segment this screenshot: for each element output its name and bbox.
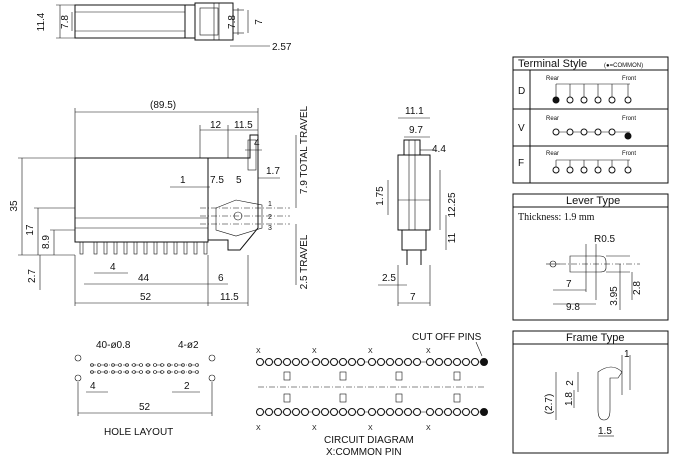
frame-type-title: Frame Type: [566, 332, 625, 344]
rear-label: Rear: [546, 116, 559, 122]
dim-1: 1: [180, 175, 186, 186]
common-legend: (●=COMMON): [604, 63, 643, 69]
dim-7-8-b: 7.8: [227, 15, 238, 29]
dim-1-75: 1.75: [375, 186, 386, 206]
dim-11: 11: [447, 232, 458, 243]
terminal-row-label: D: [518, 86, 525, 97]
circuit-contacts: [283, 371, 461, 403]
dim-7-5: 7.5: [210, 175, 224, 186]
travel-label: 2.5 TRAVEL: [299, 234, 310, 289]
dim-7-8-a: 7.8: [60, 15, 71, 29]
frame-type-panel: Frame Type 1 2 1.8 (2.7) 1.5: [512, 330, 669, 454]
common-marker: X: [368, 348, 373, 355]
lever-type-title: Lever Type: [566, 195, 620, 207]
frame-dim-1: 1: [624, 349, 630, 360]
dim-2-5: 2.5: [382, 273, 396, 284]
dim-8-9: 8.9: [41, 235, 52, 249]
dim-4-4: 4.4: [432, 144, 446, 155]
end-view: 11.1 9.7 4.4 1.75 12.25 11 2.5 7: [375, 106, 458, 306]
common-marker: X: [256, 425, 261, 432]
dim-2-57: 2.57: [272, 42, 292, 53]
dim-1-7: 1.7: [266, 166, 280, 177]
dim-11-5: 11.5: [234, 120, 253, 131]
circuit-diagram-title: CIRCUIT DIAGRAM: [324, 435, 414, 446]
dim-7-end: 7: [410, 292, 416, 303]
front-label: Front: [622, 151, 636, 157]
hole-layout: 40-ø0.8 4-ø2 4: [74, 340, 216, 438]
cut-off-pins-label: CUT OFF PINS: [412, 332, 482, 343]
holes-40-label: 40-ø0.8: [96, 340, 131, 351]
top-view: 11.4 7.8 7.8 7 2.57: [36, 2, 292, 53]
frame-dim-1-8: 1.8: [564, 392, 575, 406]
common-marker: X: [368, 425, 373, 432]
hole-dim-2: 2: [184, 381, 190, 392]
terminal-row-label: V: [518, 123, 525, 134]
dim-12-25: 12.25: [447, 192, 458, 217]
terminal-row-label: F: [518, 158, 524, 169]
terminal-style-title: Terminal Style: [518, 58, 587, 70]
hole-pattern: [74, 354, 216, 382]
dim-11-5-b: 11.5: [220, 292, 239, 303]
common-marker: X: [256, 348, 261, 355]
front-label: Front: [622, 76, 636, 82]
dim-35: 35: [9, 200, 20, 212]
position-2: 2: [268, 214, 272, 221]
common-pin-note: X:COMMON PIN: [326, 447, 402, 458]
lever-thickness: Thickness: 1.9 mm: [518, 212, 595, 223]
dim-7: 7: [254, 19, 265, 25]
rear-label: Rear: [546, 151, 559, 157]
hole-dim-52: 52: [139, 402, 151, 413]
circuit-diagram: CUT OFF PINS X X X X: [256, 332, 488, 458]
pin-row: [79, 241, 208, 255]
holes-4-label: 4-ø2: [178, 340, 199, 351]
side-view: 1 2 3 (89.5) 12 11.5 4 1 7.5 5 1.7 7.9 T…: [9, 100, 310, 306]
common-marker: X: [312, 425, 317, 432]
dim-11-4: 11.4: [36, 12, 47, 31]
dim-2-7: 2.7: [27, 269, 38, 283]
dim-4-b: 4: [110, 262, 116, 273]
lever-type-panel: Lever Type Thickness: 1.9 mm R0.5 7 9.8 …: [512, 193, 669, 321]
hole-layout-title: HOLE LAYOUT: [104, 427, 173, 438]
dim-52: 52: [140, 292, 152, 303]
lever-dim-9-8: 9.8: [566, 302, 580, 313]
lever-dim-2-8: 2.8: [632, 281, 643, 295]
circuit-pins: [256, 358, 488, 416]
dim-17: 17: [25, 224, 36, 236]
common-marker: X: [426, 348, 431, 355]
position-1: 1: [268, 201, 272, 208]
lever-dim-7: 7: [566, 279, 572, 290]
rear-label: Rear: [546, 76, 559, 82]
dim-12: 12: [210, 120, 222, 131]
dim-5: 5: [236, 175, 242, 186]
dim-89-5: (89.5): [150, 100, 176, 111]
dim-6: 6: [218, 273, 224, 284]
lever-radius: R0.5: [594, 234, 616, 245]
dim-9-7: 9.7: [409, 125, 423, 136]
total-travel-label: 7.9 TOTAL TRAVEL: [299, 105, 310, 194]
common-marker: X: [312, 348, 317, 355]
front-label: Front: [622, 116, 636, 122]
dim-44: 44: [138, 273, 150, 284]
hole-dim-4: 4: [90, 381, 96, 392]
lever-dim-3-95: 3.95: [609, 286, 620, 306]
frame-dim-2-7: (2.7): [544, 394, 555, 415]
dim-11-1: 11.1: [405, 106, 424, 117]
frame-dim-2: 2: [565, 380, 576, 386]
frame-dim-1-5: 1.5: [598, 426, 612, 437]
common-marker: X: [426, 425, 431, 432]
position-3: 3: [268, 225, 272, 232]
terminal-style-panel: Terminal Style (●=COMMON) D V F Rear Fro…: [512, 56, 669, 184]
dim-4: 4: [254, 138, 260, 149]
